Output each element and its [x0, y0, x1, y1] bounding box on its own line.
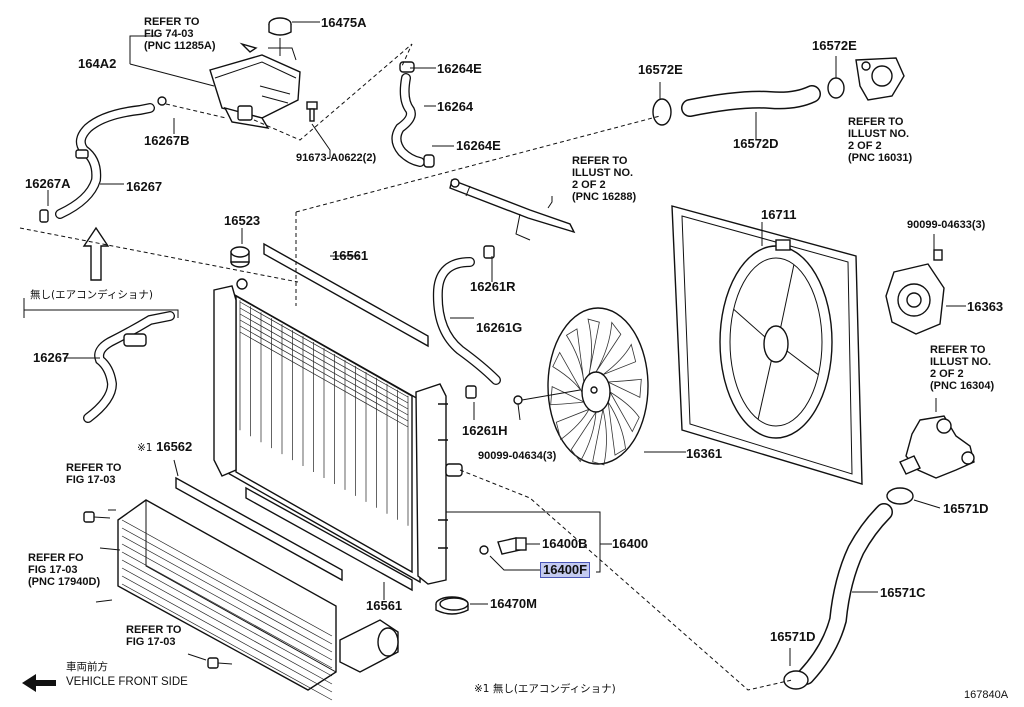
seal-strips-drawing — [175, 242, 429, 592]
vehicle-front-jp: 車両前方 — [66, 661, 108, 673]
vehicle-front-en: VEHICLE FRONT SIDE — [66, 676, 188, 688]
part-label-164A2[interactable]: 164A2 — [78, 56, 117, 71]
ref-line: (PNC 16288) — [572, 191, 637, 203]
ref-line: FIG 17-03 — [126, 636, 176, 648]
ref-line: (PNC 11285A) — [144, 40, 216, 52]
ref-illust-16031[interactable]: REFER TO ILLUST NO. 2 OF 2 (PNC 16031) — [848, 116, 912, 164]
ref-line: 2 OF 2 — [848, 140, 882, 152]
part-label-16470M[interactable]: 16470M — [490, 596, 537, 611]
reservoir-tank-drawing — [157, 17, 301, 129]
ref-line: ILLUST NO. — [572, 167, 634, 179]
cap-16523-drawing — [230, 246, 250, 268]
part-label-16523[interactable]: 16523 — [224, 213, 261, 228]
ref-line: REFER TO — [572, 155, 628, 167]
lower-hose-16571C-drawing — [783, 487, 914, 690]
bolts-fig1703-drawing — [83, 511, 233, 669]
part-label-91673[interactable]: 91673-A0622(2) — [296, 152, 377, 164]
part-label-16264E-top[interactable]: 16264E — [437, 61, 482, 76]
diagram-id: 167840A — [964, 689, 1009, 701]
part-label-16561-bottom[interactable]: 16561 — [366, 598, 403, 613]
radiator-drawing — [213, 278, 469, 615]
ref-fig-17-03-a[interactable]: REFER TO FIG 17-03 — [66, 462, 121, 486]
part-label-16571D-b[interactable]: 16571D — [770, 629, 816, 644]
note1-mark-16562: ※1 16562 — [137, 440, 192, 455]
ref-line: REFER TO — [126, 624, 182, 636]
part-label-16267A[interactable]: 16267A — [25, 176, 71, 191]
hose-16267-top-drawing — [39, 103, 155, 281]
ref-illust-16304[interactable]: REFER TO ILLUST NO. 2 OF 2 (PNC 16304) — [930, 344, 994, 392]
part-label-16264[interactable]: 16264 — [437, 99, 474, 114]
part-label-16267B[interactable]: 16267B — [144, 133, 190, 148]
part-label-16264E-bottom[interactable]: 16264E — [456, 138, 501, 153]
part-label-16572E-a[interactable]: 16572E — [638, 62, 683, 77]
part-label-90099-04634[interactable]: 90099-04634(3) — [478, 450, 557, 462]
ref-line: 2 OF 2 — [572, 179, 606, 191]
ref-line: FIG 17-03 — [66, 474, 116, 486]
part-label-16562[interactable]: 16562 — [156, 439, 193, 454]
cooling-fan-drawing — [513, 307, 649, 466]
part-label-16571C[interactable]: 16571C — [880, 585, 926, 600]
upper-hose-16572D-drawing — [652, 57, 905, 126]
part-label-16261R[interactable]: 16261R — [470, 279, 516, 294]
fan-shroud-drawing — [671, 205, 863, 485]
ref-line: ILLUST NO. — [930, 356, 992, 368]
note1-mark: ※1 — [137, 442, 153, 454]
vehicle-front-arrow — [22, 674, 56, 692]
ref-line: REFER TO — [848, 116, 904, 128]
ref-line: REFER FO — [28, 552, 84, 564]
ref-line: (PNC 16031) — [848, 152, 913, 164]
ref-line: (PNC 17940D) — [28, 576, 101, 588]
part-label-16261G[interactable]: 16261G — [476, 320, 523, 335]
part-label-16267-bottom[interactable]: 16267 — [33, 350, 70, 365]
ref-fig-17-03-b[interactable]: REFER FO FIG 17-03 (PNC 17940D) — [28, 552, 100, 588]
drain-plug-drawing — [479, 537, 527, 555]
thermostat-housing-drawing — [899, 415, 975, 479]
intercooler-drawing — [117, 499, 399, 701]
grommet-16470M-drawing — [439, 597, 469, 611]
dashed-guides — [19, 43, 793, 691]
part-label-16400F-highlighted[interactable]: 16400F — [540, 562, 591, 578]
ref-line: FIG 17-03 — [28, 564, 78, 576]
part-label-16475A[interactable]: 16475A — [321, 15, 367, 30]
part-label-90099-04633[interactable]: 90099-04633(3) — [907, 219, 986, 231]
ref-illust-16288[interactable]: REFER TO ILLUST NO. 2 OF 2 (PNC 16288) — [572, 155, 636, 203]
ref-fig-17-03-c[interactable]: REFER TO FIG 17-03 — [126, 624, 181, 648]
leader-lines — [23, 21, 966, 666]
part-label-16400B[interactable]: 16400B — [542, 536, 588, 551]
part-label-16711[interactable]: 16711 — [761, 207, 797, 222]
hose-16267-bottom-drawing — [83, 311, 175, 423]
ref-line: ILLUST NO. — [848, 128, 910, 140]
bolt-91673-drawing — [306, 101, 318, 122]
ref-line: 2 OF 2 — [930, 368, 964, 380]
part-label-16561-top[interactable]: 16561 — [332, 248, 369, 263]
ref-line: REFER TO — [144, 16, 200, 28]
part-label-16572E-b[interactable]: 16572E — [812, 38, 857, 53]
footnote-without-ac: ※1 無し(エアコンディショナ) — [474, 683, 616, 695]
part-label-16363[interactable]: 16363 — [967, 299, 1004, 314]
ref-line: REFER TO — [66, 462, 122, 474]
part-label-16361[interactable]: 16361 — [686, 446, 723, 461]
water-pump-drawing — [885, 249, 945, 335]
bracket-pipe-drawing — [449, 178, 576, 241]
ref-line: (PNC 16304) — [930, 380, 995, 392]
part-label-16400[interactable]: 16400 — [612, 536, 649, 551]
without-ac-group-label: 無し(エアコンディショナ) — [30, 289, 153, 301]
part-label-16572D[interactable]: 16572D — [733, 136, 779, 151]
ref-line: REFER TO — [930, 344, 986, 356]
part-label-16267-top[interactable]: 16267 — [126, 179, 163, 194]
hose-16264-drawing — [391, 61, 435, 168]
part-label-16571D-a[interactable]: 16571D — [943, 501, 989, 516]
part-label-16261H[interactable]: 16261H — [462, 423, 508, 438]
ref-fig-74-03[interactable]: REFER TO FIG 74-03 (PNC 11285A) — [144, 16, 216, 52]
hose-16261G-drawing — [432, 245, 501, 399]
ref-line: FIG 74-03 — [144, 28, 194, 40]
